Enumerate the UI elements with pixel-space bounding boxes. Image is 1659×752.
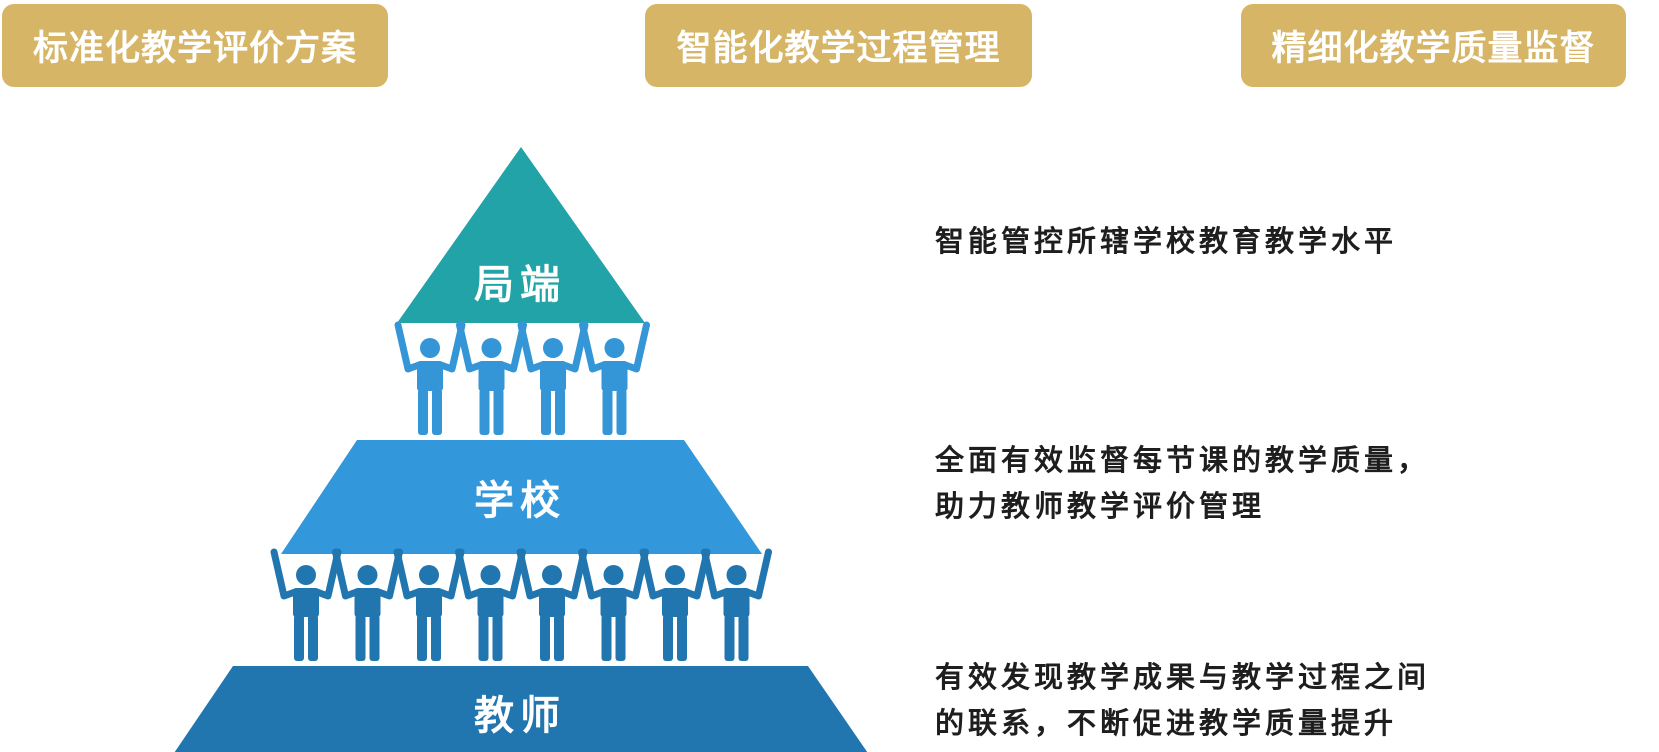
description-line: 助力教师教学评价管理 — [935, 489, 1266, 523]
person-arms-raised-icon — [456, 321, 527, 435]
person-arms-raised-icon — [517, 321, 589, 435]
figures-row-bottom — [270, 548, 772, 661]
header-pill-quality: 精细化教学质量监督 — [1241, 4, 1626, 87]
description-bureau: 智能管控所辖学校教育教学水平 — [935, 218, 1397, 264]
description-teacher: 有效发现教学成果与教学过程之间 的联系，不断促进教学质量提升 — [935, 654, 1430, 746]
person-arms-raised-icon — [394, 321, 466, 435]
tier-trapezoid-teacher — [174, 666, 868, 752]
description-line: 有效发现教学成果与教学过程之间 — [935, 660, 1431, 694]
person-arms-raised-icon — [579, 321, 650, 435]
description-line: 智能管控所辖学校教育教学水平 — [935, 224, 1398, 258]
pill-label: 智能化教学过程管理 — [676, 29, 1001, 69]
person-arms-raised-icon — [639, 548, 711, 661]
tier-label-bureau: 局端 — [474, 262, 566, 308]
person-arms-raised-icon — [701, 548, 772, 661]
description-school: 全面有效监督每节课的教学质量， 助力教师教学评价管理 — [935, 437, 1430, 529]
person-arms-raised-icon — [393, 548, 465, 661]
pill-label: 标准化教学评价方案 — [32, 29, 357, 69]
tier-triangle-bureau — [397, 147, 645, 323]
tier-trapezoid-school — [281, 440, 762, 554]
description-line: 全面有效监督每节课的教学质量， — [935, 443, 1431, 477]
figures-row-top — [394, 321, 650, 435]
header-pill-evaluation: 标准化教学评价方案 — [2, 4, 388, 87]
person-arms-raised-icon — [270, 548, 342, 661]
person-arms-raised-icon — [332, 548, 403, 661]
tier-label-teacher: 教师 — [474, 693, 566, 739]
tier-label-school: 学校 — [474, 478, 566, 524]
person-arms-raised-icon — [516, 548, 588, 661]
person-arms-raised-icon — [578, 548, 649, 661]
person-arms-raised-icon — [455, 548, 526, 661]
description-line: 的联系，不断促进教学质量提升 — [935, 706, 1398, 740]
pill-label: 精细化教学质量监督 — [1271, 29, 1596, 69]
header-pill-process: 智能化教学过程管理 — [645, 4, 1032, 87]
